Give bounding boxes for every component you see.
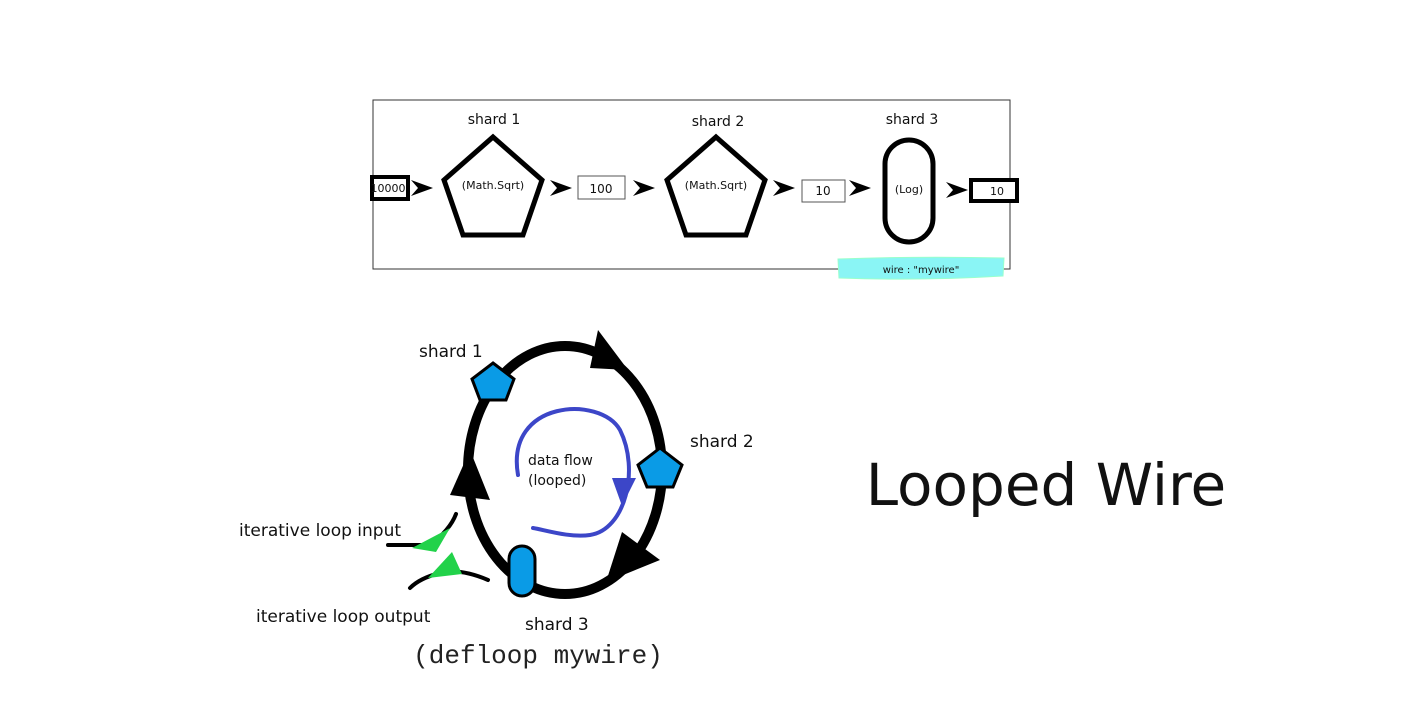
loop-shard-3-label: shard 3 (525, 615, 589, 635)
arrow-icon (411, 180, 433, 196)
input-value: 10000 (371, 182, 406, 195)
data-flow-arrowhead-icon (612, 478, 636, 506)
input-value-box (370, 175, 410, 201)
shard-3-capsule (882, 137, 936, 245)
shard-1-op: (Math.Sqrt) (462, 179, 524, 192)
data-flow-arrow (514, 407, 631, 538)
output-value-box (969, 178, 1019, 203)
shard-3-title: shard 3 (886, 112, 939, 128)
arrow-icon (773, 180, 795, 196)
intermediate-value-box-1 (577, 175, 626, 200)
loop-shard-1-label: shard 1 (419, 342, 483, 362)
intermediate-value-box-2 (801, 179, 846, 203)
defloop-code: (defloop mywire) (413, 641, 663, 671)
arrow-icon (849, 180, 871, 196)
intermediate-value-1: 100 (590, 182, 613, 196)
loop-arrow-left-icon (450, 450, 490, 500)
shard-1-pentagon (441, 133, 545, 238)
data-flow-label-2: (looped) (528, 473, 586, 489)
loop-shard-3-capsule (507, 544, 537, 598)
loop-shard-1-pentagon (470, 361, 516, 402)
shard-2-pentagon (664, 133, 768, 238)
wire-tag-label: wire : "mywire" (883, 265, 960, 276)
loop-arrow-top-icon (590, 330, 628, 370)
output-value: 10 (990, 185, 1004, 198)
shard-2-op: (Math.Sqrt) (685, 179, 747, 192)
arrow-icon (550, 180, 572, 196)
data-flow-label-1: data flow (528, 453, 593, 469)
shard-3-op: (Log) (895, 183, 923, 196)
arrow-icon (633, 180, 655, 196)
loop-shard-2-pentagon (636, 446, 684, 489)
loop-arrow-right-icon (606, 532, 660, 582)
intermediate-value-2: 10 (815, 184, 830, 198)
loop-input-arrow-icon (412, 528, 450, 552)
loop-output-label: iterative loop output (256, 607, 431, 627)
wire-tag (837, 256, 1005, 280)
loop-shard-2-label: shard 2 (690, 432, 754, 452)
shard-1-title: shard 1 (468, 112, 521, 128)
arrow-icon (946, 182, 968, 198)
loop-input-label: iterative loop input (239, 521, 401, 541)
loop-output-arrow-icon (428, 552, 462, 578)
shard-2-title: shard 2 (692, 114, 745, 130)
looped-wire-title: Looped Wire (866, 451, 1226, 519)
